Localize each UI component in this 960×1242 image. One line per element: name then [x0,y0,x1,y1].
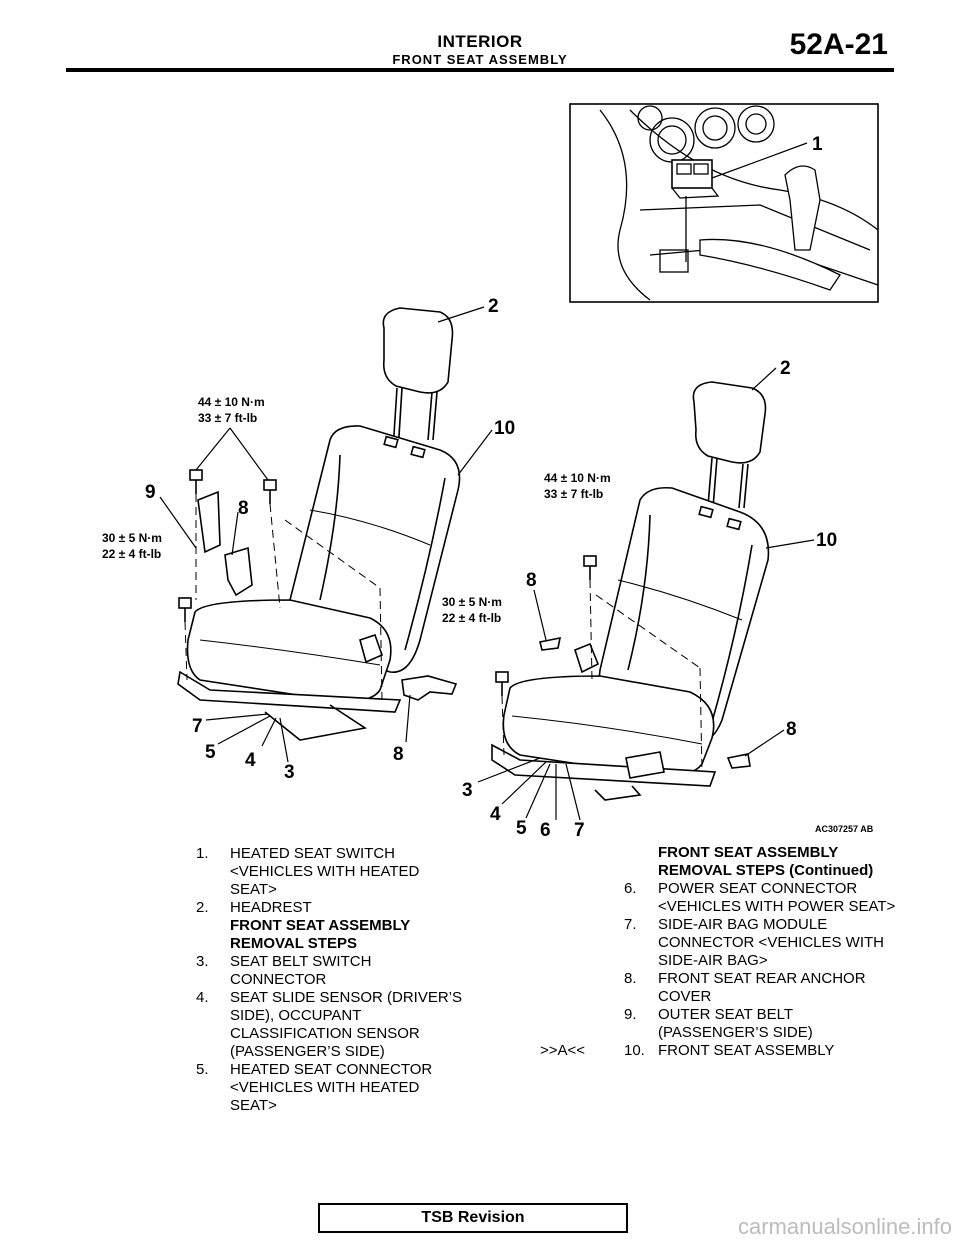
legend-number: 6. [624,880,637,897]
torque-d-nm: 30 ± 5 N·m [442,595,502,609]
legend-number: 3. [196,953,209,970]
torque-c-nm: 44 ± 10 N·m [544,471,611,485]
legend-item: >>A<< 10. FRONT SEAT ASSEMBLY [540,1042,924,1060]
tsb-revision-box: TSB Revision [318,1203,628,1233]
legend-text: POWER SEAT CONNECTOR <VEHICLES WITH POWE… [658,880,896,915]
callout-5-right: 5 [516,818,527,839]
legend-text: HEADREST [230,899,312,916]
legend-heading: FRONT SEAT ASSEMBLY REMOVAL STEPS [230,917,411,952]
legend-text: SEAT SLIDE SENSOR (DRIVER’S SIDE), OCCUP… [230,989,463,1060]
legend-number: 9. [624,1006,637,1023]
callout-8-right-upper: 8 [526,570,537,591]
page-number: 52A-21 [789,28,888,61]
legend-text: HEATED SEAT SWITCH <VEHICLES WITH HEATED… [230,845,420,898]
legend-number: 5. [196,1061,209,1078]
legend-item: 5. HEATED SEAT CONNECTOR <VEHICLES WITH … [196,1061,496,1115]
callout-5-left: 5 [205,742,216,763]
callout-6-right: 6 [540,820,551,840]
legend-text: SIDE-AIR BAG MODULE CONNECTOR <VEHICLES … [658,916,885,969]
callout-7-right: 7 [574,820,585,840]
callout-4-right: 4 [490,804,501,825]
torque-d-ftlb: 22 ± 4 ft-lb [442,611,501,625]
legend-number: 8. [624,970,637,987]
legend-item: 3. SEAT BELT SWITCH CONNECTOR [196,953,496,989]
legend-item: 4. SEAT SLIDE SENSOR (DRIVER’S SIDE), OC… [196,989,496,1061]
legend-item: 7. SIDE-AIR BAG MODULE CONNECTOR <VEHICL… [624,916,924,970]
section-title: INTERIOR [437,32,523,51]
legend-item: 6. POWER SEAT CONNECTOR <VEHICLES WITH P… [624,880,924,916]
legend-heading: FRONT SEAT ASSEMBLY REMOVAL STEPS (Conti… [658,844,874,879]
callout-7-left: 7 [192,716,203,737]
left-seat [177,307,461,741]
right-seat [491,381,770,801]
seat-illustration: 1 [102,103,879,840]
torque-a-ftlb: 33 ± 7 ft-lb [198,411,257,425]
section-subtitle: FRONT SEAT ASSEMBLY [392,52,568,67]
legend-item: 9. OUTER SEAT BELT (PASSENGER’S SIDE) [624,1006,924,1042]
legend-text: FRONT SEAT REAR ANCHOR COVER [658,970,866,1005]
callout-8-left-lower: 8 [393,744,404,765]
procedure-mark: >>A<< [540,1042,586,1059]
legend-text: OUTER SEAT BELT (PASSENGER’S SIDE) [658,1006,813,1041]
header-rule [66,68,894,72]
legend-right: FRONT SEAT ASSEMBLY REMOVAL STEPS (Conti… [540,844,924,1060]
legend-item: 1. HEATED SEAT SWITCH <VEHICLES WITH HEA… [196,845,496,899]
figure-code: AC307257 AB [815,824,874,834]
callout-9: 9 [145,482,156,503]
callout-2-right: 2 [780,358,791,379]
legend-text: FRONT SEAT ASSEMBLY [658,1042,835,1059]
callout-1: 1 [812,134,823,155]
callout-8-right-lower: 8 [786,719,797,740]
torque-c-ftlb: 33 ± 7 ft-lb [544,487,603,501]
callout-3-left: 3 [284,762,295,783]
callout-8-left-upper: 8 [238,498,249,519]
legend-number: 4. [196,989,209,1006]
watermark: carmanualsonline.info [737,1214,952,1239]
callout-4-left: 4 [245,750,256,771]
torque-b-ftlb: 22 ± 4 ft-lb [102,547,161,561]
legend-number: 10. [624,1042,645,1059]
callout-3-right: 3 [462,780,473,801]
callout-10-right: 10 [816,530,837,551]
torque-b-nm: 30 ± 5 N·m [102,531,162,545]
legend-number: 7. [624,916,637,933]
legend-item: 2. HEADREST [196,899,496,917]
torque-a-nm: 44 ± 10 N·m [198,395,265,409]
legend-item: 8. FRONT SEAT REAR ANCHOR COVER [624,970,924,1006]
callout-10-left: 10 [494,418,515,439]
console-inset [569,103,879,303]
legend-text: HEATED SEAT CONNECTOR <VEHICLES WITH HEA… [230,1061,433,1114]
legend-text: SEAT BELT SWITCH CONNECTOR [230,953,372,988]
legend-left: 1. HEATED SEAT SWITCH <VEHICLES WITH HEA… [196,845,496,1115]
callout-2-left: 2 [488,296,499,317]
legend-number: 2. [196,899,209,916]
legend-number: 1. [196,845,209,862]
